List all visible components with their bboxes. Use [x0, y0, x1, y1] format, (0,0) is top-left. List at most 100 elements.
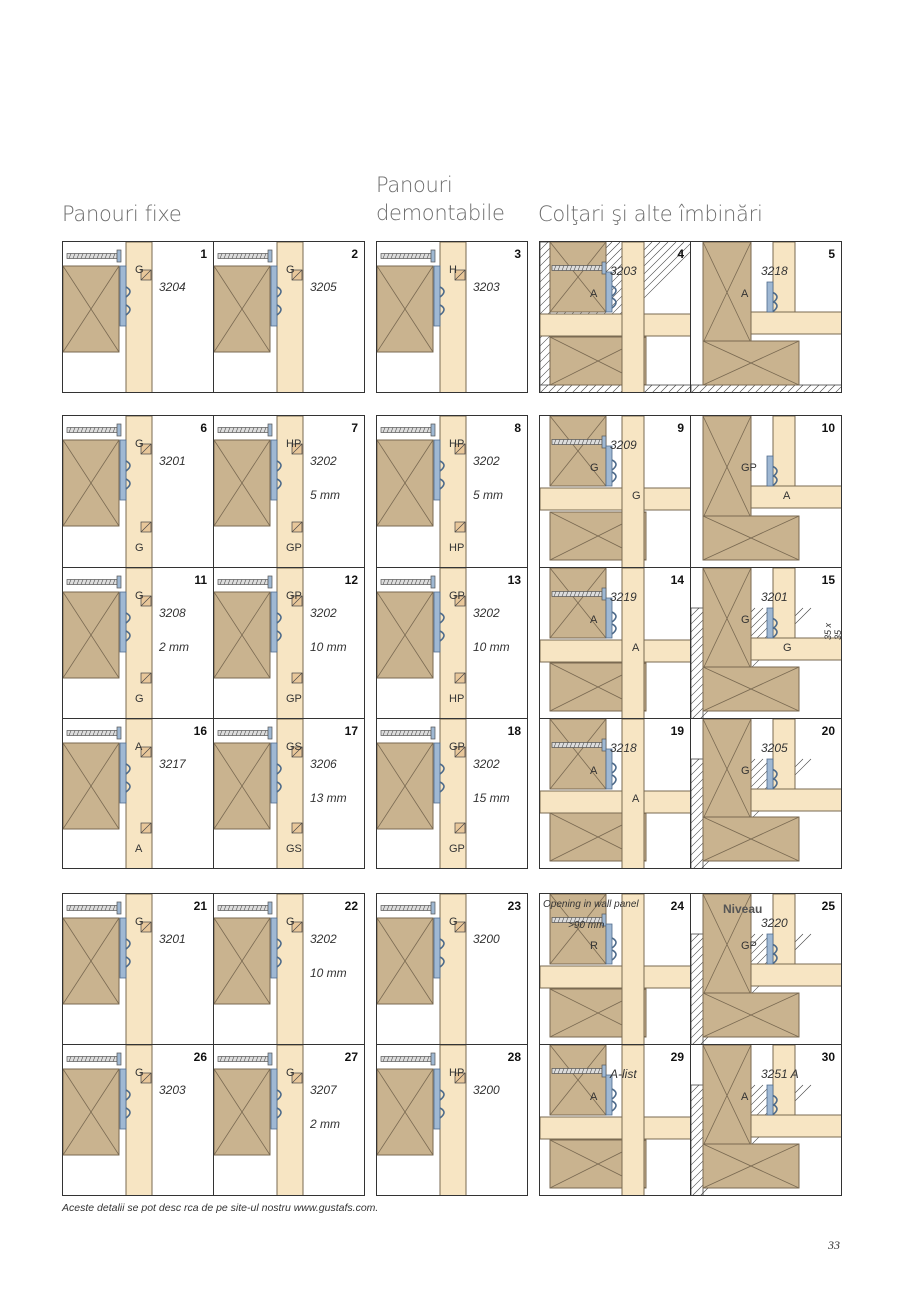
detail-number: 7	[351, 421, 358, 435]
detail-number: 16	[193, 724, 207, 738]
screw-thread	[219, 427, 223, 433]
profile-code: 3202	[473, 454, 500, 468]
metal-profile	[119, 439, 127, 501]
screw-thread	[382, 427, 386, 433]
detail-drawing	[691, 894, 841, 1044]
screw-thread	[569, 1068, 573, 1074]
profile-code: 3200	[473, 932, 500, 946]
screw-thread	[84, 253, 88, 259]
screw-thread	[593, 265, 597, 271]
profile-code: 3204	[159, 280, 186, 294]
screw-thread	[398, 427, 402, 433]
metal-profile	[270, 917, 278, 979]
spacer-hatch	[291, 269, 303, 281]
screw-thread	[577, 1068, 581, 1074]
screw-thread	[394, 579, 398, 585]
metal-profile	[119, 265, 127, 327]
wall-hatch-line	[819, 384, 828, 392]
profile-type-label: GP	[741, 940, 757, 952]
screw-head	[430, 901, 436, 915]
screw-thread	[251, 253, 255, 259]
screw-thread	[394, 253, 398, 259]
screw-thread	[100, 253, 104, 259]
screw-thread	[569, 742, 573, 748]
detail-number: 8	[514, 421, 521, 435]
detail-drawing	[63, 568, 153, 718]
gap-dimension: 2 mm	[310, 1117, 340, 1131]
screw-thread	[239, 1056, 243, 1062]
screw-thread	[72, 579, 76, 585]
profile-clip	[439, 763, 445, 793]
screw-thread	[247, 427, 251, 433]
detail-drawing	[63, 894, 153, 1044]
panel-board	[621, 1045, 645, 1195]
screw-thread	[223, 579, 227, 585]
wall-hatch-line	[747, 384, 756, 392]
screw-thread	[104, 1056, 108, 1062]
screw-thread	[235, 905, 239, 911]
screw-head	[267, 423, 273, 437]
profile-type-label: G	[135, 1067, 144, 1079]
wood-block-cross	[702, 416, 752, 519]
profile-code: 3206	[310, 757, 337, 771]
profile-code: 3205	[310, 280, 337, 294]
screw-thread	[581, 439, 585, 445]
profile-type-label: A	[135, 843, 143, 855]
screw-thread	[581, 1068, 585, 1074]
screw-thread	[112, 427, 116, 433]
wall-hatch-line	[755, 384, 764, 392]
screw-thread	[239, 905, 243, 911]
screw-thread	[223, 730, 227, 736]
screw-thread	[426, 427, 430, 433]
screw-thread	[402, 427, 406, 433]
detail-drawing	[540, 1045, 690, 1195]
screw-thread	[227, 253, 231, 259]
screw-thread	[80, 1056, 84, 1062]
wall-hatch-line	[644, 384, 653, 392]
panel-board	[540, 639, 690, 663]
screw-thread	[88, 427, 92, 433]
screw-thread	[565, 591, 569, 597]
profile-code: 3209	[610, 438, 637, 452]
screw-thread	[219, 579, 223, 585]
profile-code: 3201	[761, 590, 788, 604]
screw-thread	[390, 905, 394, 911]
panel-board	[750, 311, 841, 335]
profile-clip	[439, 460, 445, 490]
profile-code: 3202	[473, 757, 500, 771]
wood-block-cross	[549, 568, 607, 639]
screw-thread	[239, 427, 243, 433]
screw-thread	[108, 905, 112, 911]
wood-block-cross	[702, 242, 752, 344]
profile-type-label: A	[741, 1091, 749, 1103]
detail-drawing	[377, 1045, 467, 1195]
screw-thread	[581, 917, 585, 923]
screw-thread	[585, 591, 589, 597]
wood-block-cross	[702, 666, 800, 712]
panel-board	[772, 568, 796, 639]
gap-dimension: 2 mm	[159, 640, 189, 654]
wall-hatch-line	[540, 384, 549, 392]
wall-hatch-line	[779, 384, 788, 392]
screw-thread	[88, 730, 92, 736]
detail-drawing	[63, 416, 153, 567]
panel-board	[750, 963, 841, 987]
profile-type-label: A	[590, 288, 598, 300]
wood-block-cross	[702, 894, 752, 996]
detail-number: 23	[507, 899, 521, 913]
screw-thread	[227, 427, 231, 433]
panel-board	[750, 485, 841, 509]
screw-thread	[561, 439, 565, 445]
screw-thread	[406, 1056, 410, 1062]
wall-hatch-line	[660, 384, 669, 392]
heading-fixed-panels: Panouri fixe	[62, 202, 182, 226]
